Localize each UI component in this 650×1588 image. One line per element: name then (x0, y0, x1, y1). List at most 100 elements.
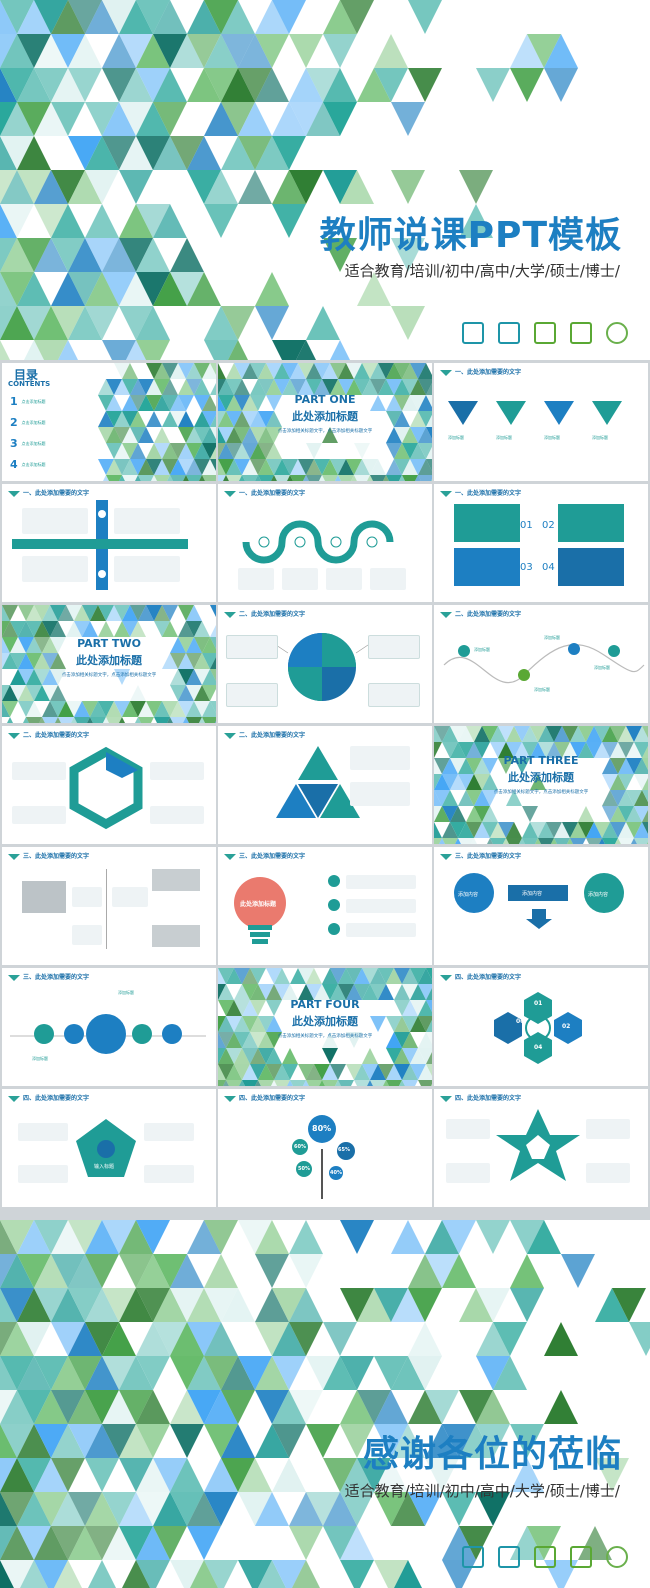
slide-part-two[interactable]: PART TWO 此处添加标题 点击添加相关标题文字，点击添加相关标题文字 (2, 605, 216, 723)
slide-image-list[interactable]: 三、此处添加需要的文字 (2, 847, 216, 965)
mosaic-triangle (255, 1356, 289, 1390)
cover-subtitle: 适合教育/培训/初中/高中/大学/硕士/博士/ (344, 262, 620, 280)
pct-label: 60% (294, 1144, 306, 1150)
mosaic-triangle (346, 363, 362, 379)
mosaic-triangle (459, 170, 493, 204)
mosaic-triangle (51, 68, 85, 102)
slide-tree-bubbles[interactable]: 四、此处添加需要的文字 80% 65% 60% 50% 40% (218, 1089, 432, 1207)
slide-part-four[interactable]: PART FOUR 此处添加标题 点击添加相关标题文字，点击添加相关标题文字 (218, 968, 432, 1086)
mosaic-triangle (199, 475, 205, 481)
mosaic-triangle (370, 475, 386, 481)
slide-icons-row[interactable]: 一、此处添加需要的文字 添加标题 添加标题 添加标题 添加标题 (434, 363, 648, 481)
slide-hex-cluster[interactable]: 四、此处添加需要的文字 06 02 01 04 (434, 968, 648, 1086)
mosaic-triangle (408, 1356, 442, 1390)
mosaic-triangle (255, 68, 289, 102)
mosaic-triangle (51, 1458, 85, 1492)
mosaic-triangle (122, 363, 138, 379)
slide-gear-diagram[interactable]: 二、此处添加需要的文字 (218, 605, 432, 723)
mosaic-triangle (98, 379, 114, 395)
mosaic-triangle (378, 379, 394, 395)
slide-toc[interactable]: 目录 CONTENTS 1 点击添加标题 2 点击添加标题 3 点击添加标题 4… (2, 363, 216, 481)
text-block (346, 923, 416, 937)
mosaic-triangle (466, 822, 482, 838)
mosaic-triangle (135, 475, 141, 481)
mosaic-triangle (410, 363, 426, 379)
mosaic-triangle (258, 1048, 274, 1064)
mosaic-triangle (187, 272, 221, 306)
presentation-icon (462, 322, 484, 344)
mosaic-triangle (323, 1492, 357, 1526)
slide-numbered-boxes[interactable]: 一、此处添加需要的文字 01 02 03 04 (434, 484, 648, 602)
mosaic-triangle (272, 1424, 306, 1458)
mosaic-triangle (618, 774, 634, 790)
presentation-icon (462, 1546, 484, 1568)
slide-wave-diagram[interactable]: 一、此处添加需要的文字 (218, 484, 432, 602)
mosaic-triangle (102, 136, 136, 170)
slide-star-diagram[interactable]: 四、此处添加需要的文字 (434, 1089, 648, 1207)
mosaic-triangle (450, 822, 466, 838)
mosaic-triangle (170, 363, 186, 379)
slide-part-one[interactable]: PART ONE 此处添加标题 点击添加相关标题文字，点击添加相关标题文字 (218, 363, 432, 481)
mosaic-triangle (530, 726, 546, 742)
slide-flow[interactable]: 三、此处添加需要的文字 添加内容 添加内容 添加内容 (434, 847, 648, 965)
mosaic-triangle (546, 726, 562, 742)
mosaic-triangle (408, 0, 442, 34)
slide-cross-diagram[interactable]: 一、此处添加需要的文字 (2, 484, 216, 602)
slide-curve-timeline[interactable]: 二、此处添加需要的文字 添加标题 添加标题 添加标题 添加标题 (434, 605, 648, 723)
mosaic-triangle (226, 395, 242, 411)
mosaic-triangle (170, 1560, 204, 1588)
mosaic-triangle (272, 1322, 306, 1356)
mosaic-triangle (258, 411, 274, 427)
col-title: 添加标题 (448, 435, 464, 440)
mosaic-triangle (394, 427, 410, 443)
mosaic-triangle (514, 758, 530, 774)
tree-bubbles (292, 1115, 355, 1199)
mosaic-triangle (2, 605, 18, 621)
mosaic-triangle (578, 822, 594, 838)
mosaic-triangle (106, 379, 122, 395)
mosaic-triangle (287, 1080, 293, 1086)
mosaic-triangle (595, 1288, 629, 1322)
mosaic-triangle (26, 605, 42, 621)
mosaic-triangle (570, 742, 586, 758)
mosaic-triangle (386, 459, 402, 475)
slide-triangle-diagram[interactable]: 二、此处添加需要的文字 (218, 726, 432, 844)
curve-label: 添加标题 (474, 647, 490, 652)
mosaic-triangle (130, 701, 146, 717)
mosaic-triangle (238, 34, 272, 68)
slide-hexagon[interactable]: 二、此处添加需要的文字 (2, 726, 216, 844)
mosaic-triangle (221, 1458, 255, 1492)
mosaic-triangle (167, 717, 173, 723)
mosaic-triangle (114, 701, 130, 717)
mosaic-triangle (153, 272, 187, 306)
mosaic-triangle (289, 1322, 323, 1356)
mosaic-triangle (527, 1220, 561, 1254)
slide-bulb[interactable]: 三、此处添加需要的文字 此处添加标题 (218, 847, 432, 965)
mosaic-triangle (434, 806, 450, 822)
mosaic-triangle (602, 822, 618, 838)
mosaic-triangle (374, 68, 408, 102)
globe-label: 添加标题 (32, 1056, 48, 1061)
slide-globe-icons[interactable]: 三、此处添加需要的文字 添加标题 添加标题 (2, 968, 216, 1086)
slide-pentagon[interactable]: 四、此处添加需要的文字 输入标题 (2, 1089, 216, 1207)
mosaic-triangle (0, 1424, 34, 1458)
mosaic-triangle (586, 726, 602, 742)
text-block (370, 568, 406, 590)
mosaic-triangle (402, 459, 418, 475)
slide-part-three[interactable]: PART THREE 此处添加标题 点击添加相关标题文字，点击添加相关标题文字 (434, 726, 648, 844)
mosaic-triangle (170, 411, 186, 427)
mosaic-triangle (210, 625, 216, 637)
toc-item: 4 点击添加标题 (10, 458, 46, 471)
mosaic-triangle (250, 1064, 266, 1080)
mosaic-triangle (7, 717, 13, 723)
mosaic-triangle (218, 363, 226, 379)
mosaic-triangle (250, 411, 266, 427)
mosaic-triangle (68, 170, 102, 204)
curve-label: 添加标题 (544, 635, 560, 640)
mosaic-triangle (218, 1016, 234, 1032)
mosaic-triangle (367, 475, 373, 481)
mosaic-triangle (130, 411, 146, 427)
mosaic-triangle (51, 1492, 85, 1526)
mosaic-triangle (162, 395, 178, 411)
mosaic-triangle (402, 395, 418, 411)
